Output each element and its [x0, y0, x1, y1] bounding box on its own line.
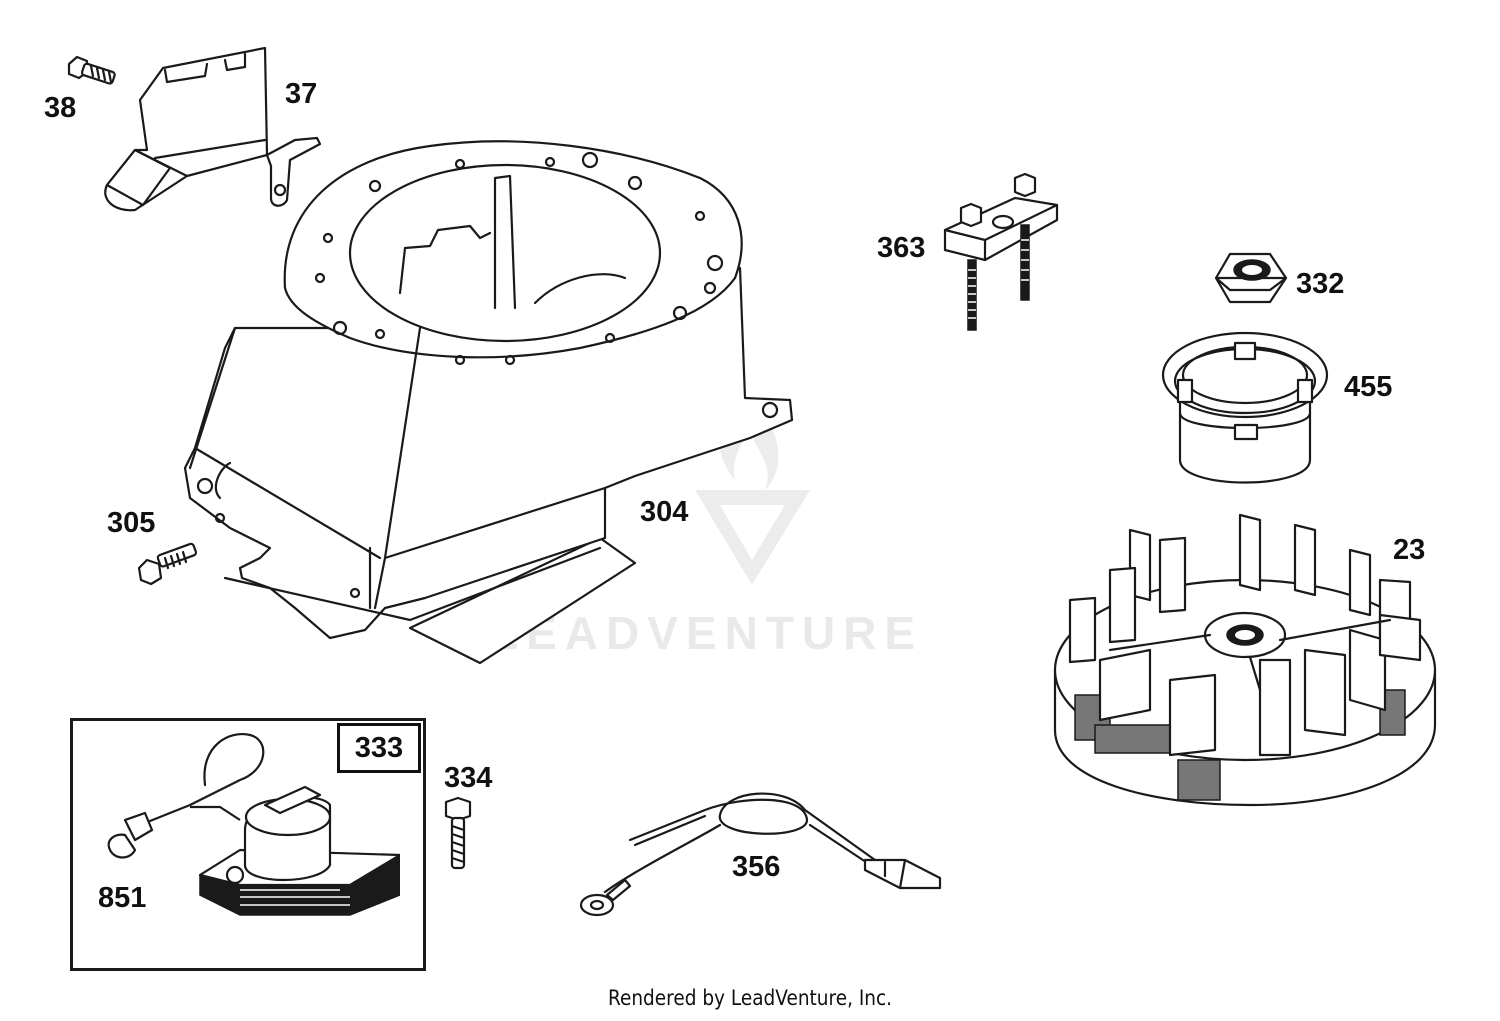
- part-37-shield-drawing: [104, 46, 322, 212]
- part-callout-851[interactable]: 851: [98, 882, 147, 914]
- part-callout-305[interactable]: 305: [107, 507, 156, 539]
- part-333-armature-drawing: [107, 733, 400, 916]
- part-callout-455[interactable]: 455: [1344, 371, 1393, 403]
- part-455-starter-cup-drawing: [1161, 331, 1329, 484]
- part-23-flywheel-drawing: [1053, 513, 1437, 807]
- part-305-screw-drawing: [137, 542, 198, 586]
- part-334-screw-drawing: [444, 796, 472, 870]
- part-callout-334[interactable]: 334: [444, 762, 493, 794]
- footer-credit: Rendered by LeadVenture, Inc.: [607, 986, 893, 1010]
- part-callout-332[interactable]: 332: [1296, 268, 1345, 300]
- part-callout-333[interactable]: 333: [337, 723, 421, 773]
- part-callout-363[interactable]: 363: [877, 232, 926, 264]
- part-304-blower-housing-drawing: [183, 140, 794, 665]
- part-332-nut-drawing: [1214, 252, 1288, 304]
- watermark-text: LEADVENTURE: [490, 607, 924, 659]
- part-356-ground-wire-drawing: [579, 792, 942, 917]
- part-363-bracket-drawing: [943, 172, 1059, 331]
- part-callout-38[interactable]: 38: [44, 92, 77, 124]
- part-callout-37[interactable]: 37: [285, 78, 318, 110]
- part-38-screw-drawing: [67, 55, 116, 85]
- part-callout-23[interactable]: 23: [1393, 534, 1426, 566]
- part-callout-304[interactable]: 304: [640, 496, 689, 528]
- part-callout-356[interactable]: 356: [732, 851, 781, 883]
